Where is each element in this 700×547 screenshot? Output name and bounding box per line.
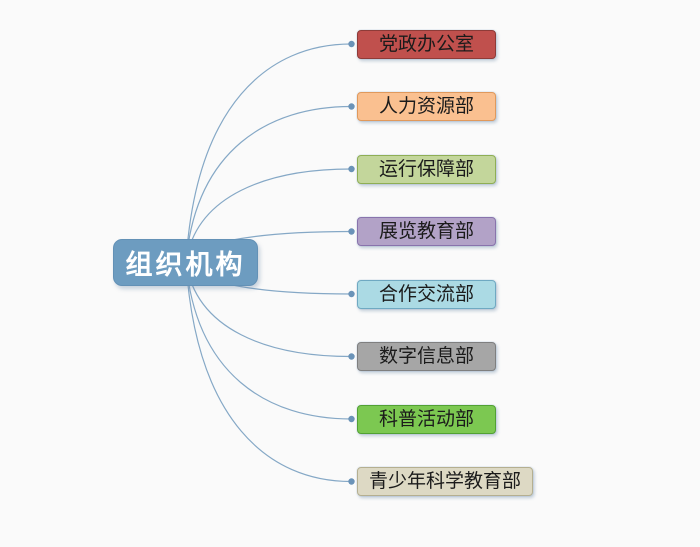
branch-node[interactable]: 合作交流部 xyxy=(357,279,496,309)
branch-connector-line xyxy=(185,43,352,263)
branch-connector-line xyxy=(185,261,352,483)
connector-dot xyxy=(348,415,355,423)
connector-dot xyxy=(348,290,355,298)
branch-label: 数字信息部 xyxy=(378,346,474,367)
branch-connector-line xyxy=(185,261,352,420)
branch-node[interactable]: 科普活动部 xyxy=(357,404,496,434)
branch-label: 人力资源部 xyxy=(378,96,474,117)
connector-dot xyxy=(348,353,355,360)
connector-dot xyxy=(348,228,355,235)
branch-node[interactable]: 青少年科学教育部 xyxy=(357,467,533,496)
branch-label: 合作交流部 xyxy=(378,283,474,305)
branch-connector-line xyxy=(185,105,352,263)
branch-label: 科普活动部 xyxy=(378,408,474,430)
branch-node[interactable]: 党政办公室 xyxy=(357,29,496,59)
branch-label: 运行保障部 xyxy=(378,158,474,180)
branch-label: 展览教育部 xyxy=(378,221,474,242)
branch-label: 党政办公室 xyxy=(378,33,474,55)
connector-dot xyxy=(348,40,355,48)
branch-node[interactable]: 数字信息部 xyxy=(357,342,496,371)
connector-dot xyxy=(348,103,355,110)
branch-node[interactable]: 运行保障部 xyxy=(357,154,496,184)
branch-label: 青少年科学教育部 xyxy=(368,471,521,492)
root-topic-node[interactable]: 组织机构 xyxy=(113,239,258,286)
branch-connector-line xyxy=(185,168,352,263)
branch-node[interactable]: 展览教育部 xyxy=(357,217,496,246)
root-topic-label: 组织机构 xyxy=(125,250,246,281)
branch-node[interactable]: 人力资源部 xyxy=(357,92,496,121)
connector-dot xyxy=(348,165,355,173)
connector-dot xyxy=(348,478,355,485)
